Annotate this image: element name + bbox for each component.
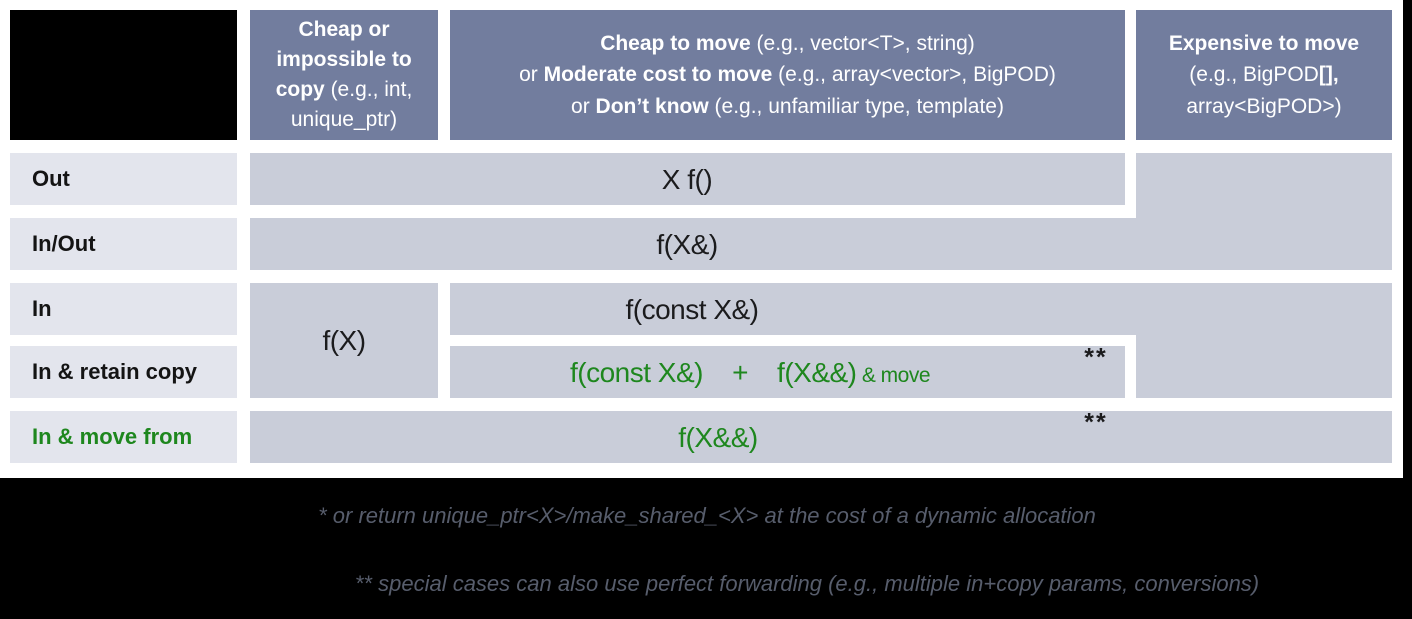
- col-header-cheap-or-impossible-to-copy: Cheap or impossible to copy (e.g., int, …: [250, 10, 438, 140]
- footnote-2: ** special cases can also use perfect fo…: [354, 571, 1260, 596]
- code-in-out: f(X&): [656, 229, 718, 260]
- col-header-cheap-or-moderate-move: Cheap to move (e.g., vector<T>, string)o…: [450, 10, 1125, 140]
- code-in-retain-copy-main: f(const X&) + f(X&&): [569, 357, 857, 388]
- cell-in-retain-copy: [450, 346, 1125, 398]
- code-in: f(const X&): [625, 294, 759, 325]
- footnotes-footer: * or return unique_ptr<X>/make_shared_<X…: [0, 478, 1412, 619]
- cell-in-expensive-merged: [1136, 283, 1392, 398]
- code-out: X f(): [661, 164, 713, 195]
- row-label-in-retain-copy: In & retain copy: [10, 346, 237, 398]
- cell-in-cheap-copy-merged: [250, 283, 438, 398]
- cell-in-out-span: [250, 218, 1392, 270]
- cell-out-span: [250, 153, 1125, 205]
- code-in-retain-copy-move-suffix: & move: [856, 364, 931, 387]
- code-in-move-from: f(X&&): [678, 422, 758, 453]
- right-edge-strip: [1403, 0, 1412, 478]
- corner-box: [10, 10, 237, 140]
- double-asterisk-marker-move-from: **: [1084, 408, 1108, 437]
- row-label-in-out: In/Out: [10, 218, 237, 270]
- row-label-in: In: [10, 283, 237, 335]
- double-asterisk-marker-retain: **: [1084, 343, 1108, 372]
- row-label-in-move-from: In & move from: [10, 411, 237, 463]
- cell-in-move-from: [250, 411, 1392, 463]
- footnote-1: * or return unique_ptr<X>/make_shared_<X…: [318, 503, 1096, 528]
- code-in-retain-copy: f(const X&) + f(X&&) & move: [569, 357, 931, 389]
- code-in-cheap-copy: f(X): [322, 325, 366, 356]
- col-header-expensive-to-move: Expensive to move(e.g., BigPOD[],array<B…: [1136, 10, 1392, 140]
- row-label-out: Out: [10, 153, 237, 205]
